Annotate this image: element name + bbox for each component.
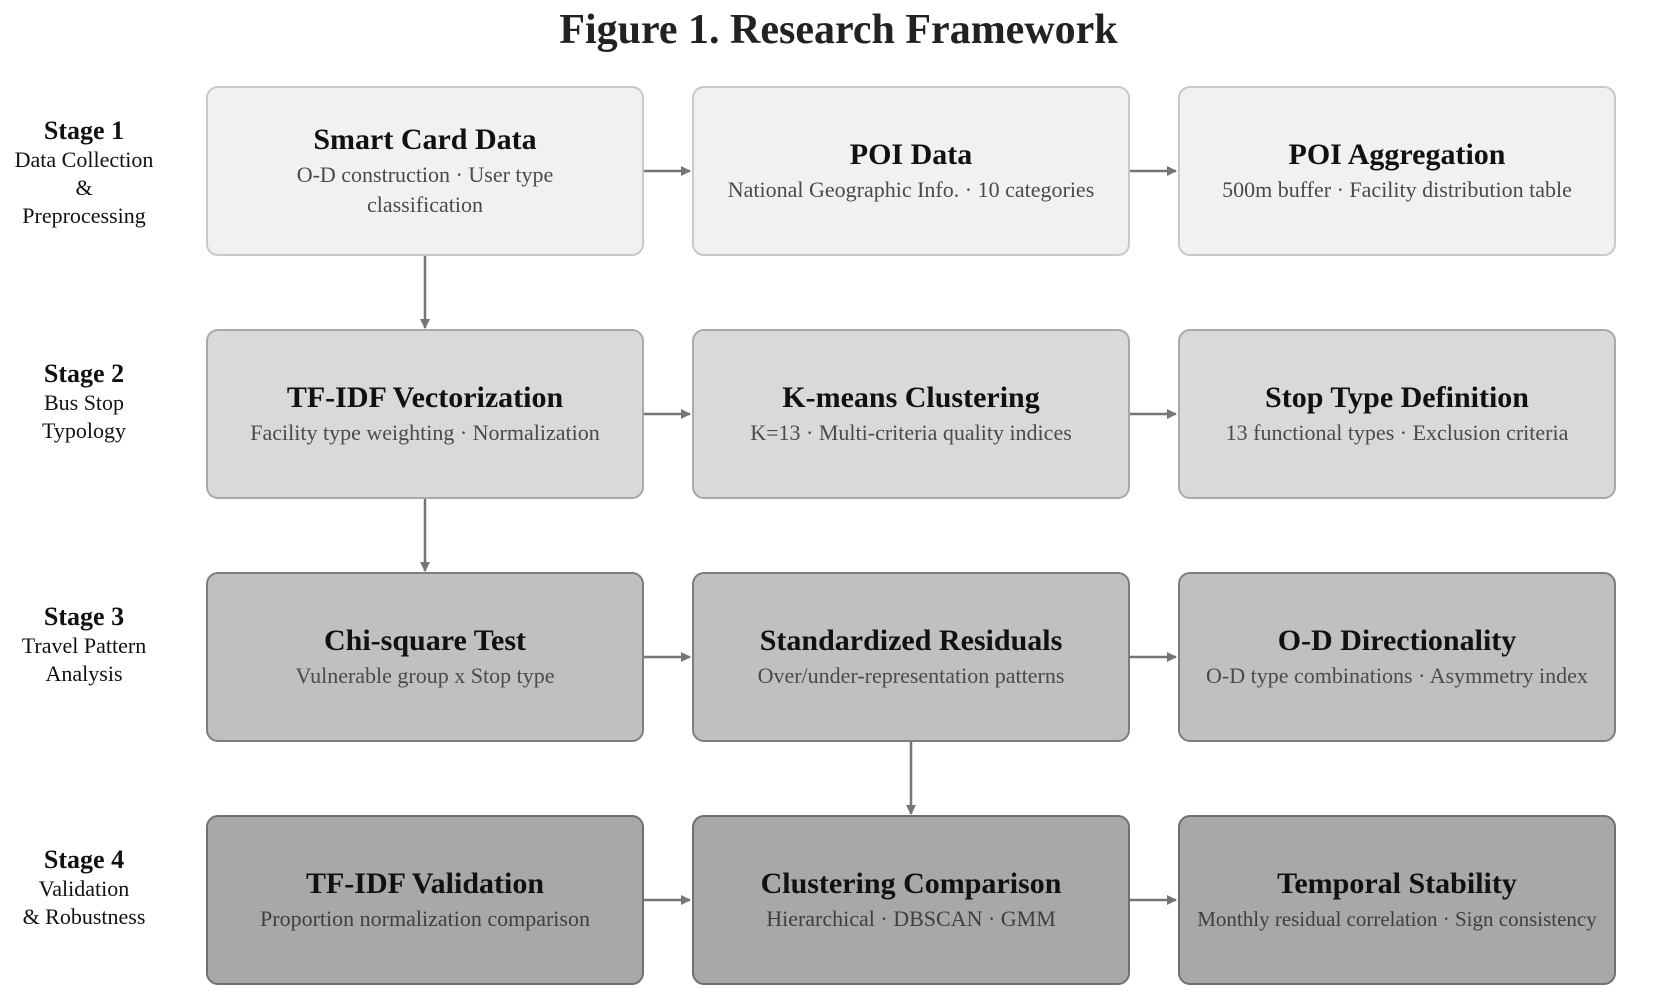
box-subtitle: Monthly residual correlation · Sign cons… <box>1197 907 1597 931</box>
box-subtitle: Over/under-representation patterns <box>757 663 1065 688</box>
box-subtitle: Hierarchical · DBSCAN · GMM <box>766 906 1056 931</box>
box-title: O-D Directionality <box>1277 624 1517 657</box>
box-title: TF-IDF Validation <box>305 867 545 900</box>
box-tfidf-vectorization: TF-IDF Vectorization Facility type weigh… <box>206 329 644 499</box>
box-subtitle: Vulnerable group x Stop type <box>295 663 555 688</box>
box-title: Stop Type Definition <box>1265 381 1529 414</box>
box-title: Temporal Stability <box>1277 867 1517 900</box>
box-title: Standardized Residuals <box>759 624 1063 657</box>
box-poi-data: POI Data National Geographic Info. · 10 … <box>692 86 1130 256</box>
stage-name: Stage 3 <box>43 602 125 631</box>
stage-label-1: Stage 1 Data Collection & Preprocessing <box>0 116 168 230</box>
box-poi-aggregation: POI Aggregation 500m buffer · Facility d… <box>1178 86 1616 256</box>
box-chi-square-test: Chi-square Test Vulnerable group x Stop … <box>206 572 644 742</box>
box-subtitle: National Geographic Info. · 10 categorie… <box>727 177 1095 202</box>
box-tfidf-validation: TF-IDF Validation Proportion normalizati… <box>206 815 644 985</box>
box-title: Chi-square Test <box>323 624 526 657</box>
stage-name: Stage 2 <box>43 359 125 388</box>
box-standardized-residuals: Standardized Residuals Over/under-repres… <box>692 572 1130 742</box>
box-clustering-comparison: Clustering Comparison Hierarchical · DBS… <box>692 815 1130 985</box>
box-od-directionality: O-D Directionality O-D type combinations… <box>1178 572 1616 742</box>
stage-label-2: Stage 2 Bus Stop Typology <box>0 359 168 445</box>
box-title: Smart Card Data <box>313 123 537 156</box>
stage-desc: Validation & Robustness <box>22 876 146 929</box>
box-subtitle: Proportion normalization comparison <box>260 906 590 931</box>
stage-desc: Data Collection & Preprocessing <box>14 147 154 228</box>
box-subtitle: Facility type weighting · Normalization <box>250 420 600 445</box>
stage-label-3: Stage 3 Travel Pattern Analysis <box>0 602 168 688</box>
box-title: TF-IDF Vectorization <box>286 381 564 414</box>
figure-title: Figure 1. Research Framework <box>559 7 1118 53</box>
box-title: Clustering Comparison <box>760 867 1062 900</box>
box-stop-type-definition: Stop Type Definition 13 functional types… <box>1178 329 1616 499</box>
box-kmeans-clustering: K-means Clustering K=13 · Multi-criteria… <box>692 329 1130 499</box>
box-subtitle: 500m buffer · Facility distribution tabl… <box>1222 177 1572 202</box>
stage-desc: Travel Pattern Analysis <box>21 633 147 686</box>
box-title: POI Data <box>849 138 973 171</box>
box-title: POI Aggregation <box>1288 138 1506 171</box>
box-title: K-means Clustering <box>782 381 1040 414</box>
box-subtitle: O-D construction · User type classificat… <box>296 162 554 217</box>
box-subtitle: O-D type combinations · Asymmetry index <box>1206 663 1588 688</box>
box-smart-card-data: Smart Card Data O-D construction · User … <box>206 86 644 256</box>
stage-name: Stage 1 <box>43 116 125 145</box>
stage-name: Stage 4 <box>43 845 125 874</box>
box-subtitle: 13 functional types · Exclusion criteria <box>1225 420 1569 445</box>
stage-label-4: Stage 4 Validation & Robustness <box>0 845 168 931</box>
stage-desc: Bus Stop Typology <box>41 390 126 443</box>
box-subtitle: K=13 · Multi-criteria quality indices <box>750 420 1072 445</box>
box-temporal-stability: Temporal Stability Monthly residual corr… <box>1178 815 1616 985</box>
